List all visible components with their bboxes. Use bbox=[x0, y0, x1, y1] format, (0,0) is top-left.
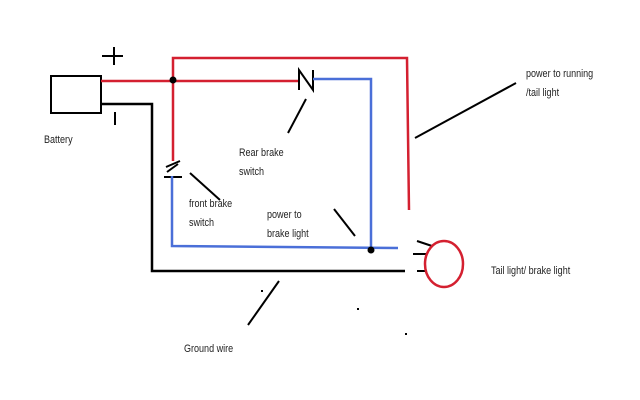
power-to-running-light-label: /tail light bbox=[526, 87, 560, 99]
junction-node bbox=[169, 76, 177, 84]
brake-wire bbox=[170, 77, 399, 250]
rear-brake-switch-icon bbox=[298, 66, 314, 94]
power-to-brake-light-label: power to bbox=[267, 209, 302, 221]
junction-node bbox=[367, 246, 375, 254]
front-brake-switch-label: switch bbox=[189, 217, 215, 229]
battery-label: Battery bbox=[44, 134, 73, 146]
power-to-brake-light-label: brake light bbox=[267, 228, 309, 240]
tail-light-label: Tail light/ brake light bbox=[491, 265, 571, 277]
power-to-running-light-label: power to running bbox=[526, 68, 594, 80]
ground-wire bbox=[101, 102, 405, 273]
rear-brake-switch-label: switch bbox=[239, 166, 265, 178]
power-wire bbox=[101, 56, 411, 211]
tail-light-icon bbox=[423, 239, 465, 289]
light-terminals bbox=[413, 240, 433, 272]
stray-dots bbox=[261, 290, 407, 335]
pointer-lines bbox=[189, 82, 517, 326]
ground-wire-label: Ground wire bbox=[184, 343, 234, 355]
front-brake-switch-icon bbox=[164, 160, 182, 178]
front-brake-switch-label: front brake bbox=[189, 198, 233, 210]
battery-symbol bbox=[50, 75, 102, 114]
rear-brake-switch-label: Rear brake bbox=[239, 147, 284, 159]
